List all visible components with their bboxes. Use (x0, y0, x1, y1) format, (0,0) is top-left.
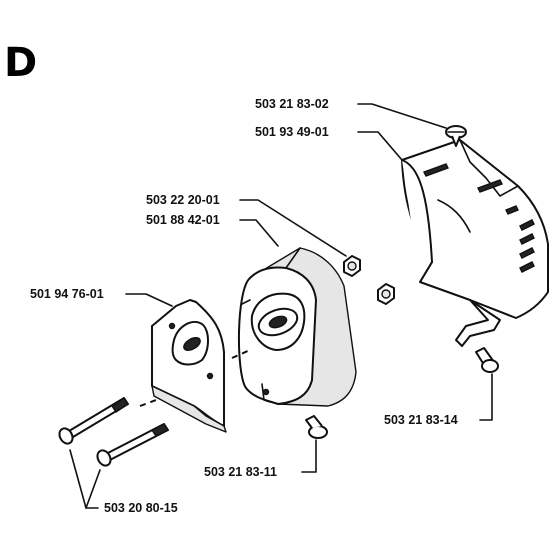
screw-bottom-part (305, 415, 328, 439)
muffler-part (237, 247, 357, 407)
heat-shield-part (401, 139, 549, 347)
bolt-part-1 (58, 397, 129, 445)
label-screw-top: 503 21 83-02 (255, 97, 329, 111)
screw-top-part (445, 125, 467, 147)
label-screw-bottom: 503 21 83-11 (204, 465, 277, 479)
leader-screw-top (357, 103, 447, 129)
label-screw-right: 503 21 83-14 (384, 413, 458, 427)
label-muffler: 501 88 42-01 (146, 213, 220, 227)
bolt-part-2 (96, 423, 170, 467)
leader-gasket-plate (125, 293, 173, 307)
assembly-line-1 (231, 349, 251, 359)
leader-bolt-1 (69, 449, 99, 509)
leader-screw-bottom (301, 439, 317, 473)
section-letter: D (4, 40, 37, 86)
label-heat-shield: 501 93 49-01 (255, 125, 329, 139)
leader-screw-right (479, 373, 493, 421)
screw-right-part (475, 347, 499, 373)
leader-heat-shield (357, 131, 403, 161)
nut-part-1 (343, 255, 361, 277)
assembly-line-2 (139, 399, 157, 407)
label-gasket-plate: 501 94 76-01 (30, 287, 104, 301)
label-nut: 503 22 20-01 (146, 193, 220, 207)
leader-muffler (239, 219, 279, 247)
gasket-plate-part (151, 299, 227, 433)
leader-nut (239, 199, 347, 257)
label-bolts: 503 20 80-15 (104, 501, 178, 515)
leader-bolt-2 (85, 469, 101, 509)
nut-part-2 (377, 283, 395, 305)
